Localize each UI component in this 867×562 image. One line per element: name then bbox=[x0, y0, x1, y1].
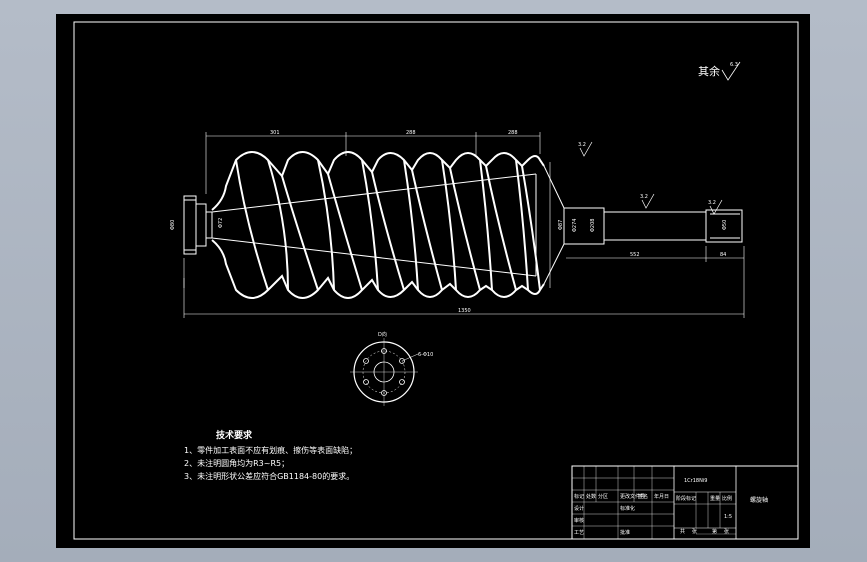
tb-cell-sheets-unit-a: 张 bbox=[692, 528, 697, 535]
dim-end-diameter: Φ50 bbox=[722, 220, 728, 230]
section-view bbox=[350, 338, 419, 406]
roughness-value-2: 3.2 bbox=[640, 194, 648, 200]
dim-seg-b: 288 bbox=[406, 130, 416, 136]
tb-cell-date: 年月日 bbox=[654, 493, 669, 500]
shaft-shoulder bbox=[563, 207, 605, 245]
tb-cell-count: 处数 bbox=[586, 493, 596, 500]
roughness-general-value: 6.3 bbox=[730, 62, 738, 68]
flight-bottom-edge bbox=[211, 239, 545, 299]
tb-cell-scale: 比例 bbox=[722, 495, 732, 502]
dim-start-diameter: Φ72 bbox=[218, 218, 224, 228]
tech-req-item-2: 2、未注明圆角均为R3~R5； bbox=[184, 459, 290, 468]
dim-total-length: 1350 bbox=[458, 308, 471, 314]
screw-shaft bbox=[183, 151, 743, 299]
tb-cell-mark: 标记 bbox=[574, 493, 584, 500]
dim-seg-c: 288 bbox=[508, 130, 518, 136]
dim-large-diameter: Φ274 bbox=[572, 219, 578, 232]
shaft-end bbox=[705, 209, 743, 243]
dim-shaft-length: 552 bbox=[630, 252, 640, 258]
section-callout: 6-Φ10 bbox=[418, 352, 433, 358]
tb-cell-review: 审核 bbox=[574, 517, 584, 524]
tech-req-heading: 技术要求 bbox=[216, 431, 253, 441]
inner-border bbox=[73, 21, 799, 540]
tb-cell-sheets-unit-b: 张 bbox=[724, 528, 729, 535]
title-block-part-name: 螺旋轴 bbox=[750, 496, 768, 504]
tech-req-item-3: 3、未注明形状公差应符合GB1184-80的要求。 bbox=[184, 472, 355, 481]
tb-cell-sign: 签名 bbox=[638, 493, 648, 500]
title-block bbox=[571, 465, 799, 540]
tb-cell-standardization: 标准化 bbox=[620, 505, 635, 512]
cad-drawing: 301 288 288 1350 552 84 Φ80 Φ72 Φ274 Φ20… bbox=[73, 21, 799, 540]
dimension-lines bbox=[183, 132, 745, 318]
title-block-material: 1Cr18Ni9 bbox=[684, 478, 707, 484]
shaft-body bbox=[603, 211, 707, 241]
drawing-sheet: 301 288 288 1350 552 84 Φ80 Φ72 Φ274 Φ20… bbox=[56, 14, 810, 548]
technical-requirements: 技术要求 1、零件加工表面不应有划痕、擦伤等表面缺陷； 2、未注明圆角均为R3~… bbox=[184, 432, 357, 481]
dim-shaft-diameter: Φ87 bbox=[558, 220, 564, 230]
tb-cell-stage: 阶段标记 bbox=[676, 495, 696, 502]
tb-cell-zone: 分区 bbox=[598, 493, 608, 500]
tb-cell-scale-value: 1:5 bbox=[724, 514, 732, 520]
tb-cell-sheets-total: 共 bbox=[680, 528, 685, 535]
dim-end-length: 84 bbox=[720, 252, 726, 258]
hub-flange bbox=[195, 203, 207, 247]
tb-cell-process: 工艺 bbox=[574, 530, 584, 536]
tb-cell-design: 设计 bbox=[574, 505, 584, 512]
section-label: D向 bbox=[378, 331, 387, 338]
roughness-value-1: 3.2 bbox=[578, 142, 586, 148]
roughness-remainder-label: 其余 bbox=[698, 65, 720, 78]
flight-top-edge bbox=[211, 151, 545, 211]
hub-cap bbox=[183, 195, 197, 255]
roughness-marks bbox=[579, 141, 723, 215]
dim-flange-diameter: Φ80 bbox=[170, 220, 176, 230]
dim-mid-diameter: Φ208 bbox=[590, 219, 596, 232]
flight-helix bbox=[235, 159, 541, 291]
dim-seg-a: 301 bbox=[270, 130, 280, 136]
roughness-value-3: 3.2 bbox=[708, 200, 716, 206]
tb-cell-sheet-no: 第 bbox=[712, 528, 717, 535]
tb-cell-weight: 重量 bbox=[710, 495, 720, 502]
tech-req-item-1: 1、零件加工表面不应有划痕、擦伤等表面缺陷； bbox=[184, 446, 358, 455]
tb-cell-approve: 批准 bbox=[620, 529, 630, 536]
tb-cell-change-doc: 更改文件号 bbox=[620, 493, 645, 500]
roughness-symbol bbox=[721, 61, 741, 81]
